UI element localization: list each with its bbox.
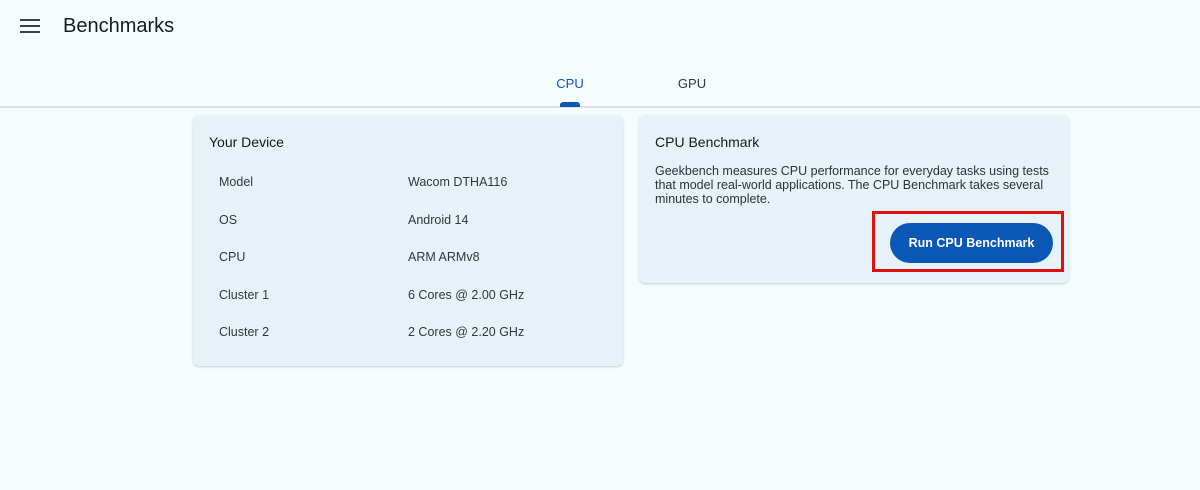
cpu-benchmark-card: CPU Benchmark Geekbench measures CPU per… <box>639 115 1069 283</box>
spec-value: 6 Cores @ 2.00 GHz <box>408 287 525 302</box>
spec-value: ARM ARMv8 <box>408 250 480 265</box>
top-app-bar: Benchmarks <box>0 0 1200 56</box>
spec-value: Android 14 <box>408 212 469 227</box>
spec-row-cpu: CPU ARM ARMv8 <box>219 242 609 280</box>
spec-label: Cluster 1 <box>219 287 270 302</box>
run-cpu-benchmark-button[interactable]: Run CPU Benchmark <box>890 223 1053 263</box>
spec-value: 2 Cores @ 2.20 GHz <box>408 325 525 340</box>
spec-label: Cluster 2 <box>219 325 270 340</box>
tab-gpu[interactable]: GPU <box>677 75 707 91</box>
spec-row-model: Model Wacom DTHA116 <box>219 167 609 205</box>
spec-label: OS <box>219 212 238 227</box>
spec-label: Model <box>219 175 254 189</box>
tab-bar: CPU GPU <box>0 60 1200 108</box>
your-device-card: Your Device Model Wacom DTHA116 OS Andro… <box>193 115 623 366</box>
your-device-title: Your Device <box>209 134 284 150</box>
tab-selected-indicator <box>560 102 580 107</box>
hamburger-menu-icon <box>20 19 40 33</box>
cpu-benchmark-title: CPU Benchmark <box>655 134 760 150</box>
spec-row-cluster-2: Cluster 2 2 Cores @ 2.20 GHz <box>219 317 609 355</box>
cpu-benchmark-description: Geekbench measures CPU performance for e… <box>655 164 1049 206</box>
page-title: Benchmarks <box>63 15 175 37</box>
spec-value: Wacom DTHA116 <box>408 175 508 189</box>
tab-cpu[interactable]: CPU <box>556 75 584 91</box>
spec-label: CPU <box>219 250 246 265</box>
device-spec-list: Model Wacom DTHA116 OS Android 14 CPU AR… <box>219 167 609 355</box>
spec-row-os: OS Android 14 <box>219 205 609 243</box>
menu-button[interactable] <box>10 6 50 46</box>
spec-row-cluster-1: Cluster 1 6 Cores @ 2.00 GHz <box>219 280 609 318</box>
